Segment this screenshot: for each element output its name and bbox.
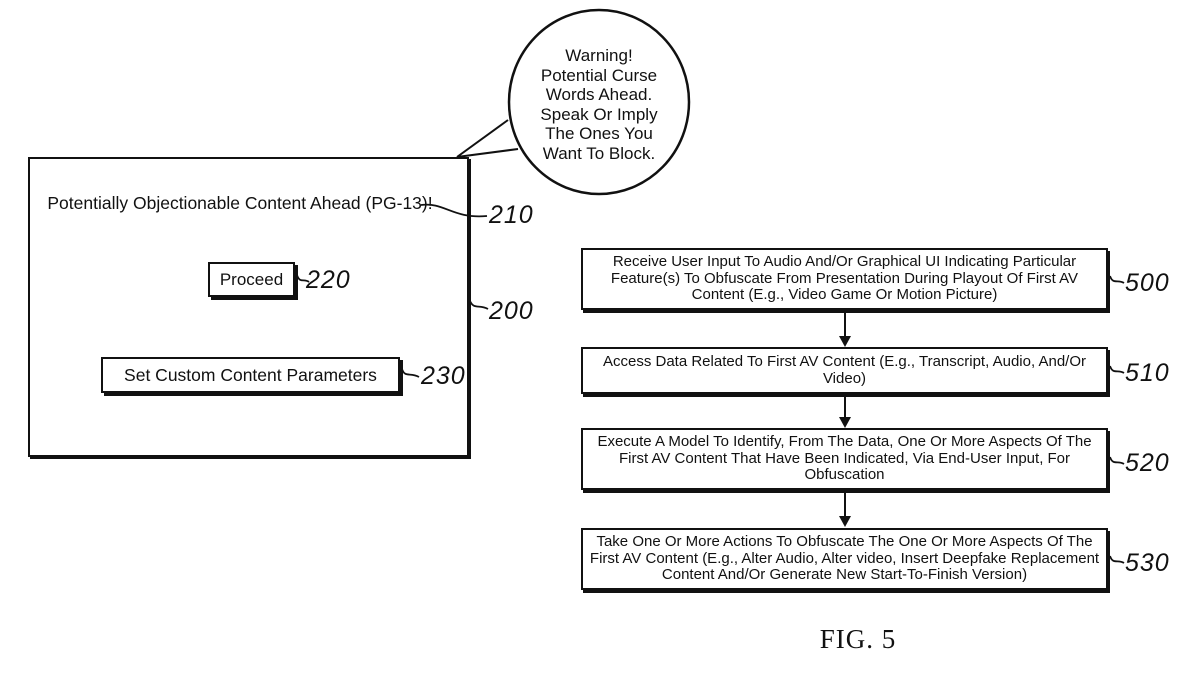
bubble-line-4: Speak Or Imply (540, 104, 658, 124)
ref-connector-510 (1109, 365, 1125, 374)
ref-connector-520 (1109, 456, 1125, 465)
content-warning-text: Potentially Objectionable Content Ahead … (47, 193, 433, 213)
flow-arrow-500-510-head (839, 336, 851, 347)
set-custom-content-parameters-button[interactable]: Set Custom Content Parameters (101, 357, 400, 393)
ref-label-210: 210 (489, 201, 534, 229)
ref-label-230: 230 (421, 362, 466, 390)
ref-connector-530 (1109, 555, 1125, 564)
ref-label-200: 200 (489, 297, 534, 325)
bubble-line-3: Words Ahead. (545, 85, 653, 104)
ref-label-530: 530 (1125, 549, 1170, 577)
flow-step-530: Take One Or More Actions To Obfuscate Th… (581, 528, 1108, 590)
ui-mockup-window (28, 157, 469, 457)
flow-step-520: Execute A Model To Identify, From The Da… (581, 428, 1108, 490)
bubble-tail-upper-line (456, 119, 509, 158)
flow-arrow-510-520-head (839, 417, 851, 428)
ref-connector-500 (1109, 275, 1125, 284)
ref-label-520: 520 (1125, 449, 1170, 477)
bubble-line-6: Want To Block. (542, 143, 656, 163)
ref-connector-200 (469, 300, 489, 310)
proceed-button[interactable]: Proceed (208, 262, 295, 297)
speech-bubble-text: Warning! Potential Curse Words Ahead. Sp… (509, 46, 689, 163)
ref-label-510: 510 (1125, 359, 1170, 387)
figure-caption: FIG. 5 (819, 624, 897, 654)
flow-step-500: Receive User Input To Audio And/Or Graph… (581, 248, 1108, 310)
bubble-line-2: Potential Curse (540, 65, 658, 85)
ref-label-220: 220 (306, 266, 351, 294)
ref-label-500: 500 (1125, 269, 1170, 297)
flow-arrow-520-530-head (839, 516, 851, 527)
bubble-line-5: The Ones You (545, 124, 653, 143)
flow-step-510: Access Data Related To First AV Content … (581, 347, 1108, 394)
bubble-line-1: Warning! (565, 46, 633, 65)
